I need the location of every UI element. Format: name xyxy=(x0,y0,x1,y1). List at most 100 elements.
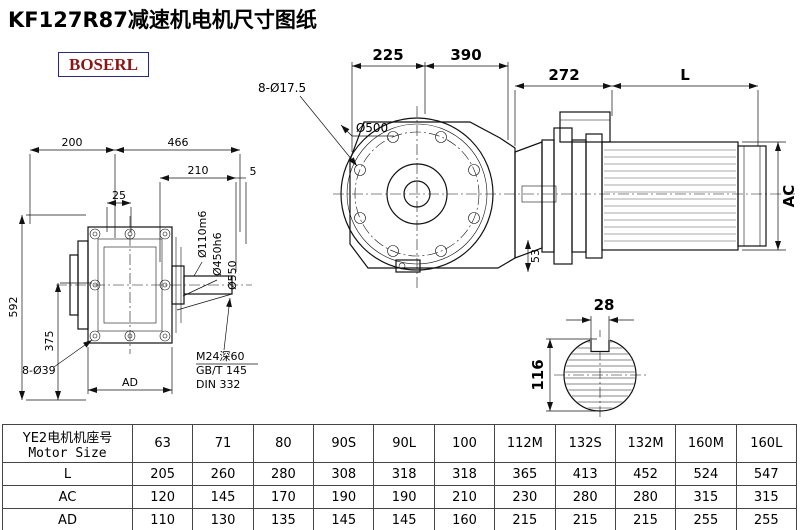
dim-ad: AD xyxy=(87,347,173,394)
dimension-value: 190 xyxy=(373,485,435,509)
dim-53: 53 xyxy=(525,240,542,272)
page-title: KF127R87减速机电机尺寸图纸 xyxy=(8,8,317,32)
flange-circle xyxy=(340,117,494,271)
dim-225-label: 225 xyxy=(372,46,403,64)
shaft-diameter-labels: Ø110m6 Ø450h6 Ø550 xyxy=(176,211,239,311)
keyway xyxy=(590,340,610,353)
dimension-value: 215 xyxy=(614,508,677,530)
dim-28-label: 28 xyxy=(594,296,615,314)
technical-drawing: 200 466 210 5 25 592 xyxy=(7,46,798,420)
tap-note-label: M24深60 xyxy=(196,350,245,363)
row-label: AC xyxy=(2,485,133,509)
brand-logo-text: BOSERL xyxy=(69,55,138,74)
dimension-value: 205 xyxy=(131,462,194,486)
motor-size-column-header: 132M xyxy=(614,424,677,463)
motor-size-column-header: 63 xyxy=(131,424,194,463)
center-tap-note: M24深60 GB/T 145 DIN 332 xyxy=(196,297,258,391)
motor-size-column-header: 132S xyxy=(554,424,616,463)
front-view xyxy=(56,216,252,354)
dim-53-label: 53 xyxy=(529,249,542,263)
dimension-value: 308 xyxy=(313,462,375,486)
dim-height-375: 375 xyxy=(43,282,92,400)
dim-272: 272 xyxy=(514,66,613,146)
fan-cover xyxy=(737,145,767,247)
dimension-value: 145 xyxy=(373,508,435,530)
dimension-value: 160 xyxy=(433,508,496,530)
motor-size-column-header: 90S xyxy=(313,424,375,463)
motor-size-column-header: 100 xyxy=(433,424,496,463)
motor-size-header-en: Motor Size xyxy=(28,445,107,461)
motor-size-column-header: 112M xyxy=(494,424,556,463)
dimension-value: 524 xyxy=(675,462,737,486)
flange-holes-callout: 8-Ø17.5 xyxy=(258,81,358,167)
motor-size-column-header: 160M xyxy=(675,424,737,463)
dimension-value: 215 xyxy=(494,508,556,530)
gear-housing xyxy=(349,121,516,269)
dimension-value: 315 xyxy=(735,485,798,509)
motor-size-column-header: 160L xyxy=(735,424,798,463)
dim-ac: AC xyxy=(742,141,798,251)
flange-dia-callout: Ø500 xyxy=(340,121,394,137)
dim-116-label: 116 xyxy=(529,359,547,390)
dimension-value: 230 xyxy=(494,485,556,509)
dim-200-label: 200 xyxy=(62,136,83,149)
dim-ad-label: AD xyxy=(122,376,138,389)
dimension-value: 280 xyxy=(252,462,315,486)
dim-height-592: 592 xyxy=(7,214,86,401)
spigot-dia-label: Ø450h6 xyxy=(211,232,224,276)
dim-shaft-210: 210 5 xyxy=(159,164,257,272)
dimension-value: 318 xyxy=(433,462,496,486)
dimension-value: 190 xyxy=(313,485,375,509)
dimension-value: 215 xyxy=(554,508,616,530)
motor-size-column-header: 80 xyxy=(252,424,315,463)
dim-25: 25 xyxy=(106,189,132,232)
motor-size-column-header: 71 xyxy=(192,424,254,463)
din-standard-label: DIN 332 xyxy=(196,378,240,391)
dimension-value: 255 xyxy=(735,508,798,530)
dimension-value: 260 xyxy=(192,462,254,486)
foot-holes-callout: 8-Ø39 xyxy=(22,339,93,377)
dimension-value: 145 xyxy=(313,508,375,530)
dim-l-label: L xyxy=(680,66,690,84)
dim-390-label: 390 xyxy=(450,46,481,64)
dimension-value: 210 xyxy=(433,485,496,509)
dim-width-200: 200 xyxy=(29,136,116,238)
shaft-dia-label: Ø110m6 xyxy=(196,211,209,258)
dimension-value: 413 xyxy=(554,462,616,486)
dim-210-label: 210 xyxy=(188,164,209,177)
dim-width-466: 466 xyxy=(115,136,241,232)
dimension-value: 110 xyxy=(131,508,194,530)
side-view xyxy=(333,106,795,288)
adapter-bell xyxy=(514,141,543,259)
dimension-value: 145 xyxy=(192,485,254,509)
output-shaft xyxy=(183,275,233,295)
dimension-value: 135 xyxy=(252,508,315,530)
gb-standard-label: GB/T 145 xyxy=(196,364,247,377)
dimension-value: 365 xyxy=(494,462,556,486)
dim-25-label: 25 xyxy=(112,189,126,202)
terminal-box xyxy=(559,111,611,143)
dim-5-label: 5 xyxy=(250,165,257,178)
dimension-value: 547 xyxy=(735,462,798,486)
motor-size-column-header: 90L xyxy=(373,424,435,463)
dim-592-label: 592 xyxy=(7,297,20,318)
dim-466-label: 466 xyxy=(168,136,189,149)
dim-390: 390 xyxy=(425,46,509,140)
dim-375-label: 375 xyxy=(43,331,56,352)
dimension-value: 130 xyxy=(192,508,254,530)
dimension-value: 170 xyxy=(252,485,315,509)
flange-dia-label: Ø550 xyxy=(226,260,239,290)
row-label: L xyxy=(2,462,133,486)
dimension-value: 120 xyxy=(131,485,194,509)
foot-holes-label: 8-Ø39 xyxy=(22,364,56,377)
motor-size-header-cn: YE2电机机座号 xyxy=(22,430,113,446)
dim-motor-length: L xyxy=(612,66,759,146)
motor-size-header: YE2电机机座号 Motor Size xyxy=(2,424,133,463)
dim-ac-label: AC xyxy=(780,185,798,208)
row-label: AD xyxy=(2,508,133,530)
dim-272-label: 272 xyxy=(548,66,579,84)
